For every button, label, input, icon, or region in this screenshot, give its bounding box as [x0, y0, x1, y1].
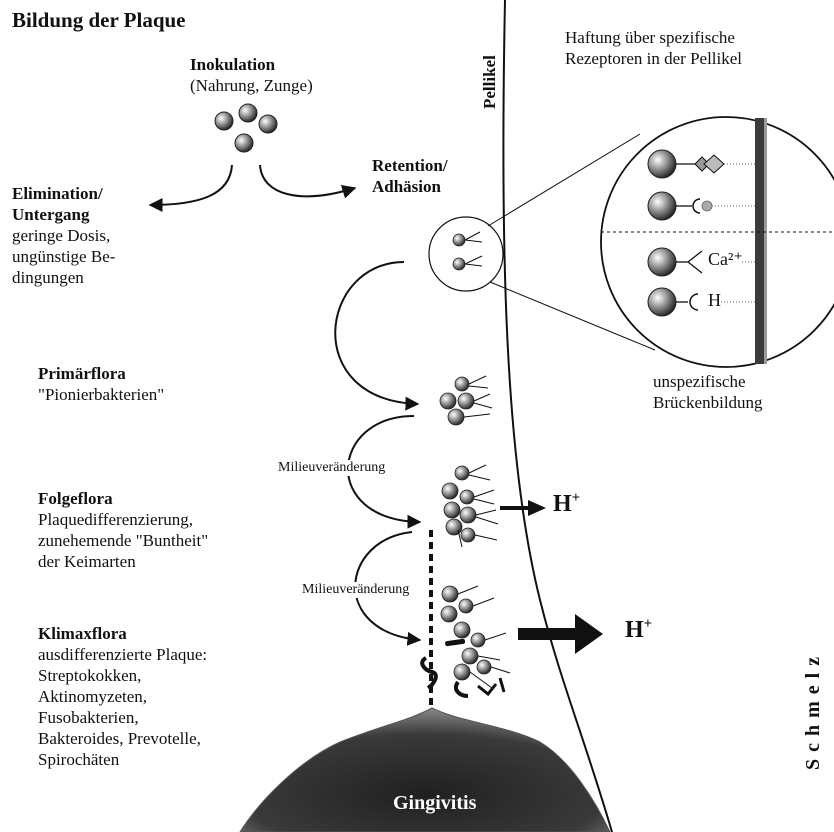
- inoculation-heading: Inokulation: [190, 55, 276, 74]
- elimination-heading-line2: Untergang: [12, 205, 90, 224]
- secondary-flora-heading: Folgeflora: [38, 489, 113, 508]
- proton-label-lower: H+: [625, 616, 652, 645]
- climax-flora-line: Spirochäten: [38, 750, 120, 769]
- climax-flora-line: Fusobakterien,: [38, 708, 139, 727]
- milieu-change-label-2: Milieuveränderung: [300, 582, 412, 599]
- adhesion-detail-circle: [428, 216, 504, 292]
- elimination-detail-line3: dingungen: [12, 268, 84, 287]
- climax-flora-heading: Klimaxflora: [38, 624, 127, 643]
- enamel-surface-curve: [502, 0, 613, 832]
- primary-flora-heading: Primärflora: [38, 364, 126, 383]
- inoculation-detail: (Nahrung, Zunge): [190, 76, 313, 95]
- secondary-flora-bacteria: [441, 464, 499, 548]
- unspecific-bridging-line1: unspezifische: [653, 372, 746, 391]
- secondary-flora-detail-line2: zunehemende "Buntheit": [38, 531, 209, 550]
- proton-symbol: H: [625, 617, 644, 643]
- arrow-retention-to-primary: [334, 261, 420, 411]
- unspecific-bridging-line2: Brückenbildung: [653, 393, 763, 412]
- proton-label-upper: H+: [553, 490, 580, 519]
- arrow-to-retention: [259, 164, 357, 199]
- secondary-flora-detail-line3: der Keimarten: [38, 552, 136, 571]
- primary-flora-bacteria: [439, 375, 493, 426]
- magnified-adhesion-circle: [600, 116, 834, 368]
- climax-flora-line: Streptokokken,: [38, 666, 142, 685]
- diagram-title: Bildung der Plaque: [12, 8, 186, 32]
- climax-flora-bacteria: [420, 585, 511, 698]
- primary-flora-detail: "Pionierbakterien": [38, 385, 165, 404]
- calcium-label: Ca²⁺: [708, 249, 743, 269]
- elimination-heading-line1: Elimination/: [12, 184, 103, 203]
- inoculation-bacteria-cluster: [214, 103, 278, 153]
- specific-adhesion-line2: Rezeptoren in der Pellikel: [565, 49, 743, 68]
- retention-heading-line2: Adhäsion: [372, 177, 441, 196]
- milieu-change-label-1: Milieuveränderung: [276, 460, 388, 477]
- specific-adhesion-line1: Haftung über spezifische: [565, 28, 735, 47]
- gingiva-shape: [239, 707, 611, 832]
- proton-symbol: H: [553, 491, 572, 517]
- retention-heading-line1: Retention/: [372, 156, 448, 175]
- proton-charge: +: [571, 490, 581, 506]
- pellicle-label: Pellikel: [480, 55, 499, 109]
- climax-flora-line: Aktinomyzeten,: [38, 687, 148, 706]
- climax-flora-line: ausdifferenzierte Plaque:: [38, 645, 208, 664]
- proton-charge: +: [643, 616, 653, 632]
- elimination-detail-line1: geringe Dosis,: [12, 226, 111, 245]
- arrow-to-elimination: [148, 164, 233, 212]
- climax-flora-line: Bakteroides, Prevotelle,: [38, 729, 201, 748]
- secondary-flora-detail-line1: Plaquedifferenzierung,: [38, 510, 193, 529]
- hydrogen-label: H: [708, 290, 721, 310]
- proton-arrow-thick: [518, 614, 603, 654]
- gingivitis-label: Gingivitis: [393, 792, 477, 814]
- elimination-detail-line2: ungünstige Be-: [12, 247, 116, 266]
- enamel-label: S c h m e l z: [802, 655, 824, 770]
